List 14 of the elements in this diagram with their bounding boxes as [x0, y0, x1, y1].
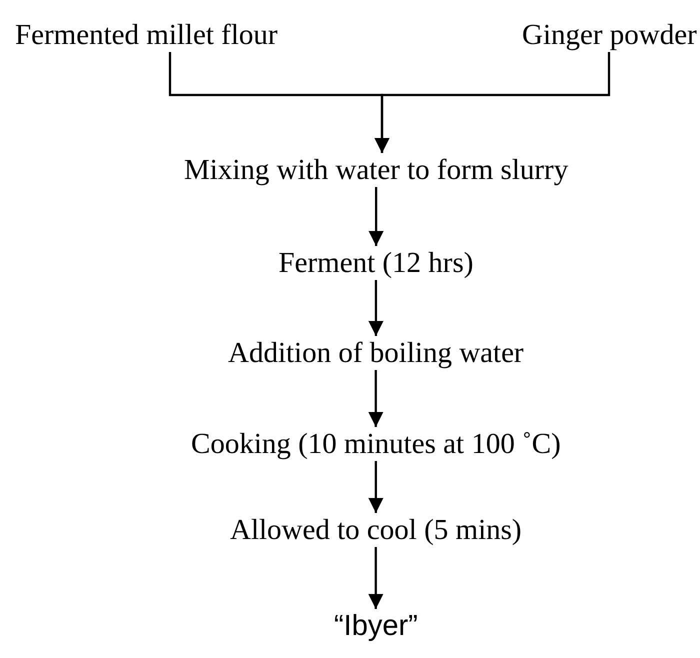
arrow — [368, 370, 384, 427]
process-step-label: Cooking (10 minutes at 100 ˚C) — [191, 427, 561, 461]
arrow — [368, 547, 384, 609]
process-step-label: Ferment (12 hrs) — [278, 246, 474, 280]
arrow — [368, 461, 384, 513]
process-step-label: Allowed to cool (5 mins) — [230, 513, 522, 547]
merge-arrow — [374, 52, 610, 153]
arrow — [368, 187, 384, 246]
product-label: “Ibyer” — [334, 609, 418, 643]
ingredient-label: Fermented millet flour — [15, 18, 278, 52]
process-step-label: Addition of boiling water — [228, 336, 524, 370]
process-step-label: Mixing with water to form slurry — [184, 153, 568, 187]
arrow — [368, 280, 384, 336]
ingredient-label: Ginger powder — [522, 18, 697, 52]
